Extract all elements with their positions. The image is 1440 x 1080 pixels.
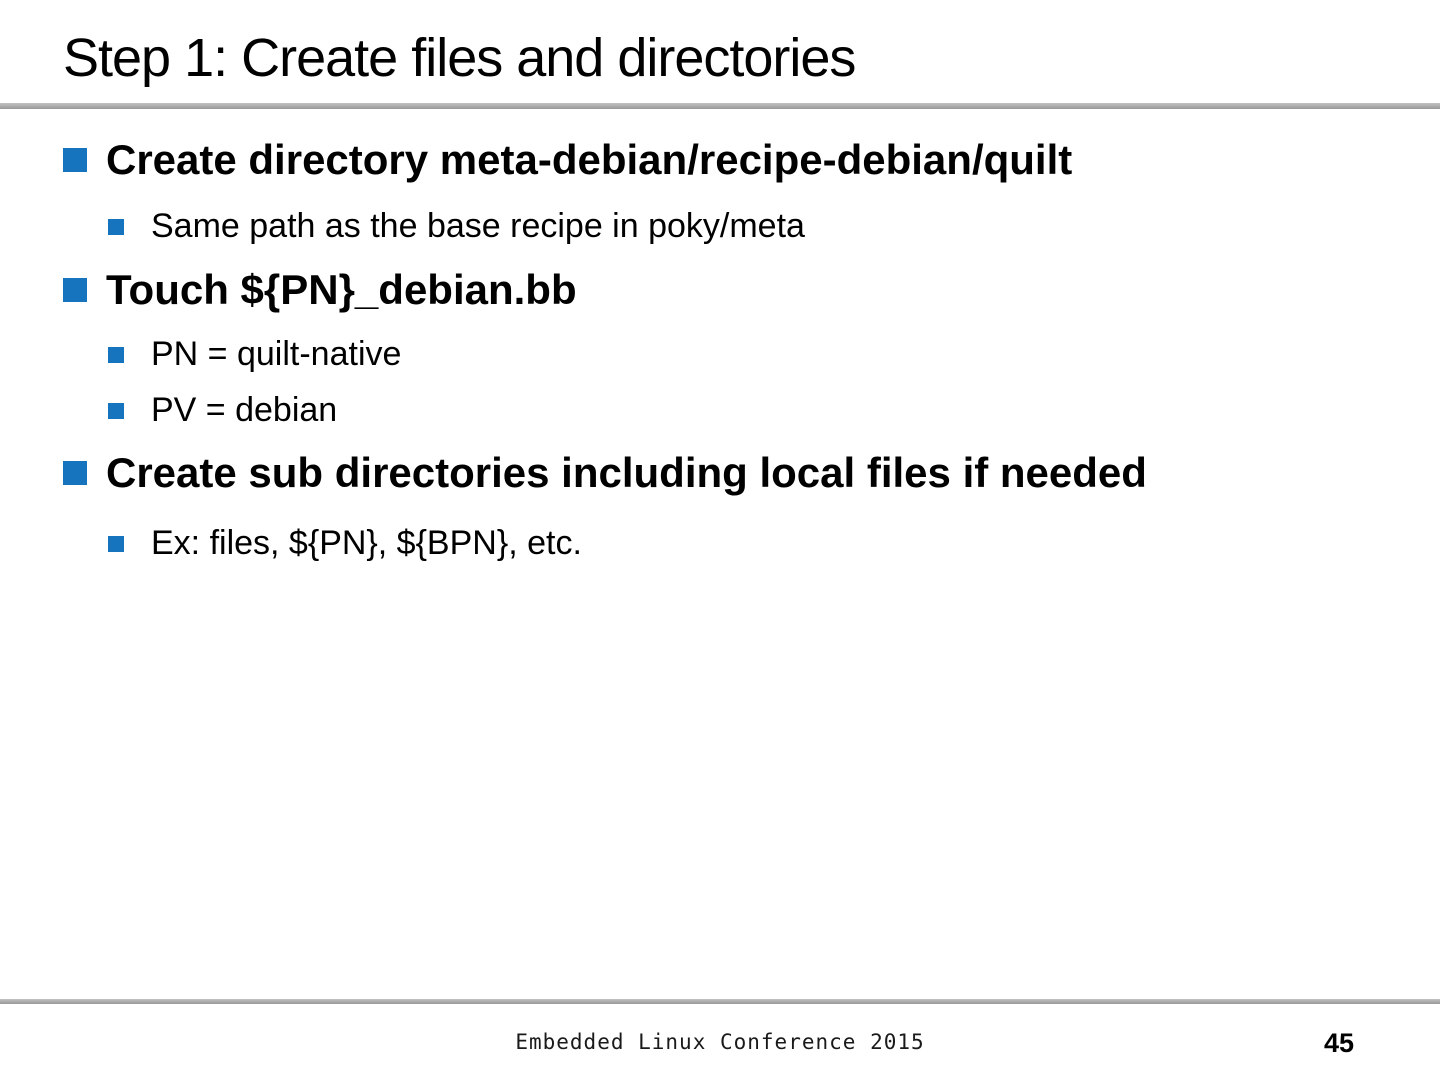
- bullet-text: Same path as the base recipe in poky/met…: [151, 206, 805, 245]
- bullet-square-icon: [108, 346, 124, 363]
- bullet-item: Create sub directories including local f…: [0, 446, 1440, 500]
- bullet-item: Same path as the base recipe in poky/met…: [0, 205, 1440, 248]
- bullet-list: Create directory meta-debian/recipe-debi…: [0, 133, 1440, 564]
- title-divider: [0, 102, 1440, 109]
- bullet-text: PV = debian: [151, 391, 338, 430]
- bullet-item: PN = quilt-native: [0, 333, 1440, 376]
- bullet-item: Touch ${PN}_debian.bb: [0, 263, 1440, 317]
- bullet-text: Create sub directories including local f…: [106, 448, 1147, 496]
- bullet-text: Create directory meta-debian/recipe-debi…: [106, 135, 1073, 183]
- bullet-square-icon: [108, 535, 124, 552]
- bullet-square-icon: [63, 278, 87, 303]
- bullet-square-icon: [63, 460, 87, 485]
- bullet-square-icon: [108, 218, 124, 235]
- bullet-square-icon: [63, 147, 87, 172]
- bullet-item: Ex: files, ${PN}, ${BPN}, etc.: [0, 522, 1440, 565]
- bullet-text: Ex: files, ${PN}, ${BPN}, etc.: [151, 523, 582, 562]
- bullet-square-icon: [108, 403, 124, 420]
- bullet-text: PN = quilt-native: [151, 334, 402, 373]
- bullet-item: Create directory meta-debian/recipe-debi…: [0, 133, 1440, 187]
- bullet-text: Touch ${PN}_debian.bb: [106, 266, 577, 314]
- footer-conference-label: Embedded Linux Conference 2015: [515, 1030, 925, 1054]
- footer-page-number: 45: [1323, 1028, 1354, 1058]
- footer-divider: [0, 999, 1440, 1004]
- bullet-item: PV = debian: [0, 389, 1440, 432]
- slide-title: Step 1: Create files and directories: [63, 28, 856, 88]
